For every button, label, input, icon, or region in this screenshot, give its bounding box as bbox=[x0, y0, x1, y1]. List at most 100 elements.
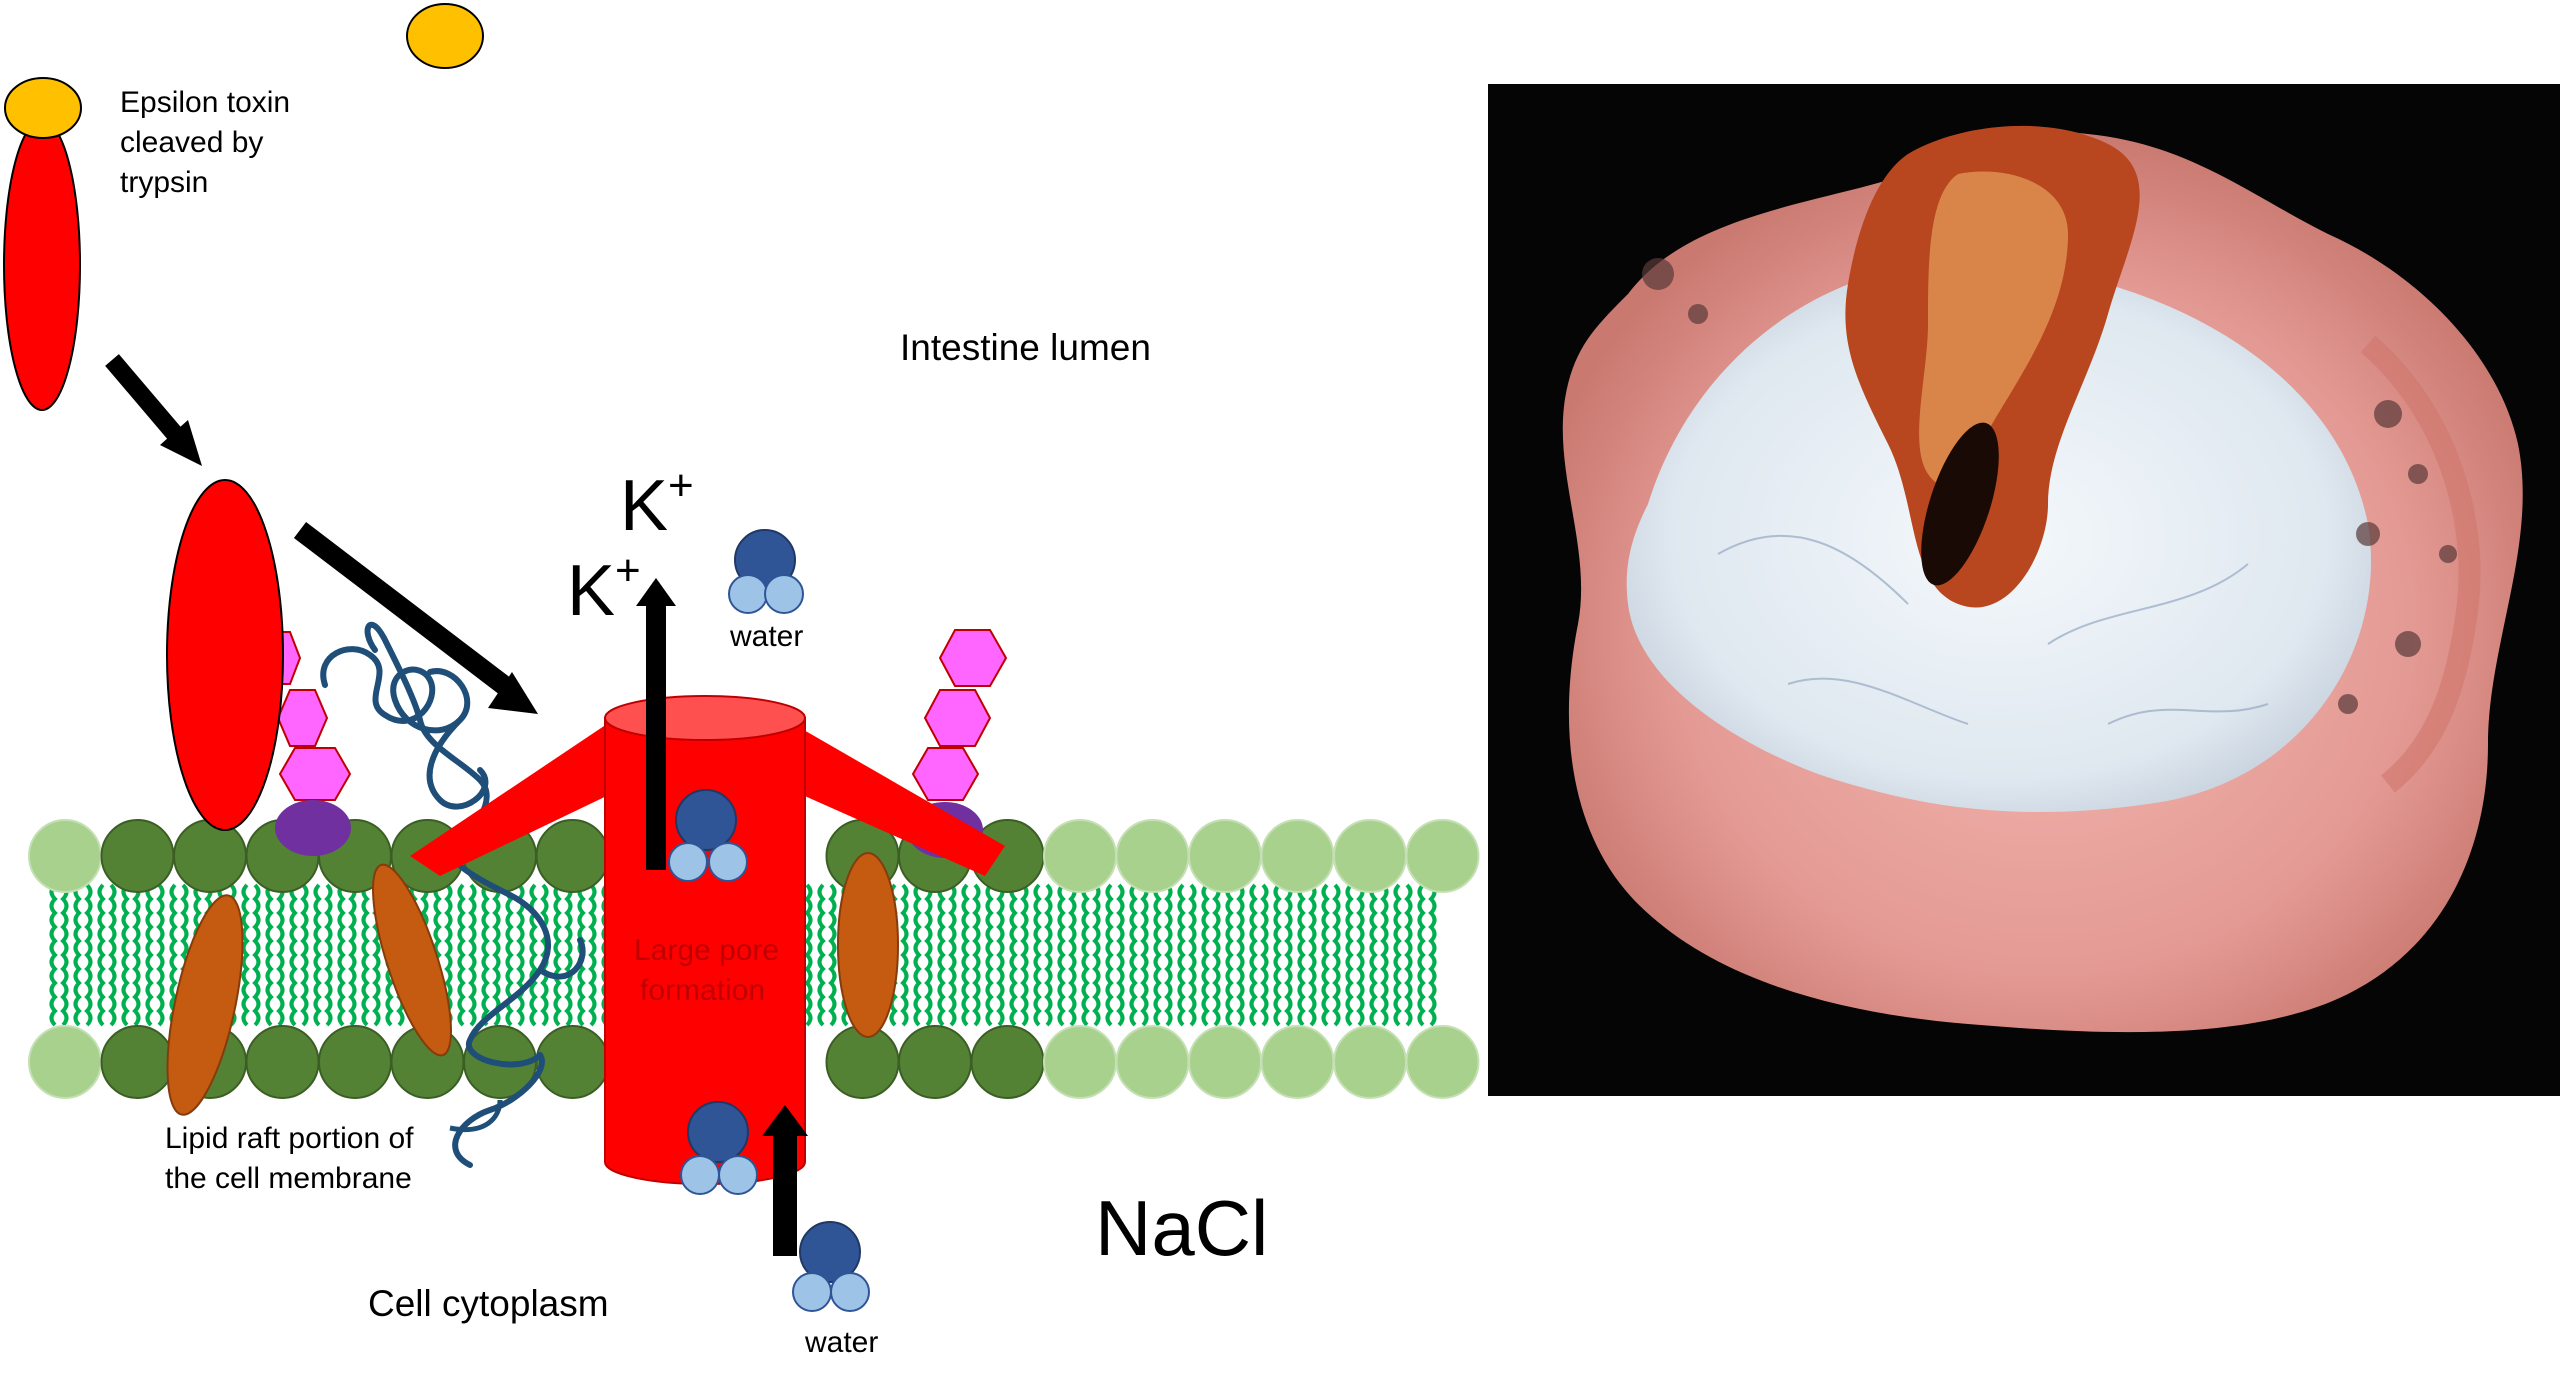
pathology-photo bbox=[1488, 84, 2560, 1096]
lipid-tail bbox=[804, 883, 813, 1027]
lipid-head bbox=[100, 1025, 175, 1099]
arrow-potassium-efflux bbox=[636, 578, 676, 870]
lipid-tail bbox=[900, 883, 909, 1027]
lipid-tail bbox=[1249, 883, 1258, 1027]
membrane-protein-left bbox=[166, 894, 244, 1116]
lipid-head bbox=[245, 1025, 320, 1099]
lipid-tail bbox=[97, 883, 106, 1027]
lipid-tail bbox=[1033, 883, 1042, 1027]
lipid-tail bbox=[1164, 883, 1173, 1027]
arrow-binding bbox=[293, 522, 538, 714]
lipid-head bbox=[1043, 1025, 1117, 1099]
lipid-tail bbox=[588, 883, 597, 1027]
lipid-tail bbox=[1105, 883, 1114, 1027]
lipid-tail bbox=[1044, 883, 1053, 1027]
lipid-raft-label-line-2: the cell membrane bbox=[165, 1162, 412, 1195]
potassium-charge-lower: + bbox=[615, 546, 641, 595]
intestine-lumen-label: Intestine lumen bbox=[900, 327, 1151, 368]
membrane-protein-mid bbox=[372, 863, 452, 1057]
lipid-head bbox=[28, 819, 102, 893]
water-label-bottom: water bbox=[804, 1326, 878, 1359]
membrane-protein-right bbox=[837, 852, 899, 1038]
lipid-head bbox=[1333, 819, 1407, 893]
raft-protein-chain-tail bbox=[452, 1052, 545, 1168]
nacl-label: NaCl bbox=[1095, 1184, 1268, 1272]
pore-arm-right bbox=[780, 722, 1005, 876]
lipid-tail bbox=[1129, 883, 1138, 1027]
lipid-tail bbox=[108, 883, 117, 1027]
potassium-charge-upper: + bbox=[668, 461, 694, 510]
water-molecule-pore-bottom bbox=[680, 1101, 758, 1195]
lipid-tail bbox=[348, 883, 357, 1027]
lipid-head bbox=[970, 1025, 1045, 1099]
tissue-vessel-lines bbox=[1717, 534, 2269, 725]
lipid-head bbox=[1260, 819, 1335, 893]
lipid-tail bbox=[1297, 883, 1306, 1027]
lipid-head bbox=[1115, 819, 1190, 893]
lipid-head bbox=[535, 819, 610, 893]
lipid-tail bbox=[444, 883, 453, 1027]
lipid-head bbox=[173, 819, 247, 893]
lipid-tail bbox=[996, 883, 1005, 1027]
lipid-tail bbox=[1332, 883, 1341, 1027]
lipid-tail bbox=[1345, 883, 1354, 1027]
lipid-tail bbox=[300, 883, 309, 1027]
lipid-tail bbox=[1116, 883, 1125, 1027]
lipid-tail bbox=[361, 883, 370, 1027]
lipid-tail bbox=[60, 883, 69, 1027]
water-label-top: water bbox=[729, 620, 803, 653]
lipid-head bbox=[535, 1025, 610, 1099]
lipid-raft-label-line-1: Lipid raft portion of bbox=[165, 1122, 414, 1155]
lipid-tail bbox=[1393, 883, 1402, 1027]
lipid-tail bbox=[1009, 883, 1018, 1027]
lipid-head bbox=[1188, 819, 1262, 893]
toxin-cap bbox=[4, 77, 82, 139]
lipid-tail bbox=[948, 883, 957, 1027]
lipid-tail bbox=[924, 883, 933, 1027]
lipid-head bbox=[898, 1025, 972, 1099]
lipid-tail bbox=[972, 883, 981, 1027]
lipid-tail bbox=[1404, 883, 1413, 1027]
lipid-tail bbox=[1417, 883, 1426, 1027]
lipid-head bbox=[1405, 819, 1480, 893]
toxin-body bbox=[3, 119, 81, 411]
lipid-tail bbox=[1057, 883, 1066, 1027]
potassium-symbol-upper: K bbox=[620, 466, 668, 546]
lipid-tail bbox=[468, 883, 477, 1027]
lipid-tail bbox=[1140, 883, 1149, 1027]
lipid-tail bbox=[1177, 883, 1186, 1027]
lipid-head bbox=[28, 1025, 102, 1099]
cleaved-toxin-cap bbox=[406, 3, 484, 69]
lipid-tail bbox=[1236, 883, 1245, 1027]
lipid-tail bbox=[1020, 883, 1029, 1027]
tissue-dark-spots bbox=[1642, 258, 2457, 714]
lipid-tail bbox=[516, 883, 525, 1027]
lipid-tail bbox=[1284, 883, 1293, 1027]
lipid-tail bbox=[961, 883, 970, 1027]
lipid-tail bbox=[492, 883, 501, 1027]
pore-label-line-2: formation bbox=[640, 974, 765, 1007]
lipid-tail bbox=[1369, 883, 1378, 1027]
lipid-tail bbox=[1092, 883, 1101, 1027]
lipid-tail bbox=[553, 883, 562, 1027]
lipid-head bbox=[1333, 1025, 1407, 1099]
tissue-hemorrhage-core bbox=[1919, 171, 2068, 485]
lipid-tail bbox=[313, 883, 322, 1027]
lipid-tail bbox=[1273, 883, 1282, 1027]
lipid-tail bbox=[1260, 883, 1269, 1027]
lipid-tail bbox=[324, 883, 333, 1027]
lipid-tail bbox=[1225, 883, 1234, 1027]
lipid-tail bbox=[540, 883, 549, 1027]
lipid-tail bbox=[241, 883, 250, 1027]
toxin-label-line-3: trypsin bbox=[120, 166, 208, 199]
lipid-tail bbox=[1081, 883, 1090, 1027]
lipid-head bbox=[1043, 819, 1117, 893]
lipid-tail bbox=[1321, 883, 1330, 1027]
lipid-tail bbox=[252, 883, 261, 1027]
potassium-label-lower: K+ bbox=[567, 546, 641, 631]
tissue-lumen-opening bbox=[1921, 422, 1999, 586]
lipid-tail bbox=[481, 883, 490, 1027]
lipid-tail bbox=[276, 883, 285, 1027]
cell-cytoplasm-label: Cell cytoplasm bbox=[368, 1283, 609, 1324]
lipid-tail bbox=[817, 883, 826, 1027]
